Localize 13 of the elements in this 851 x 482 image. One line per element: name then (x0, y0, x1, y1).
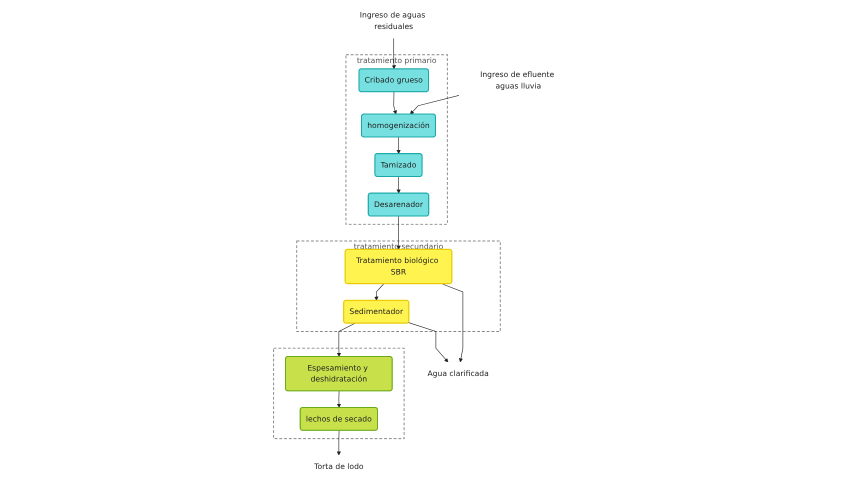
arrow (396, 136, 401, 154)
arrow (396, 176, 401, 194)
arrow (392, 92, 398, 114)
cluster (273, 348, 405, 440)
arrow (336, 323, 356, 357)
arrow (408, 322, 448, 362)
arrow (336, 390, 342, 408)
arrow (374, 284, 384, 301)
arrow (442, 284, 464, 362)
arrow (392, 38, 396, 70)
arrow (336, 430, 341, 456)
arrow (396, 216, 401, 250)
arrow (410, 94, 460, 114)
